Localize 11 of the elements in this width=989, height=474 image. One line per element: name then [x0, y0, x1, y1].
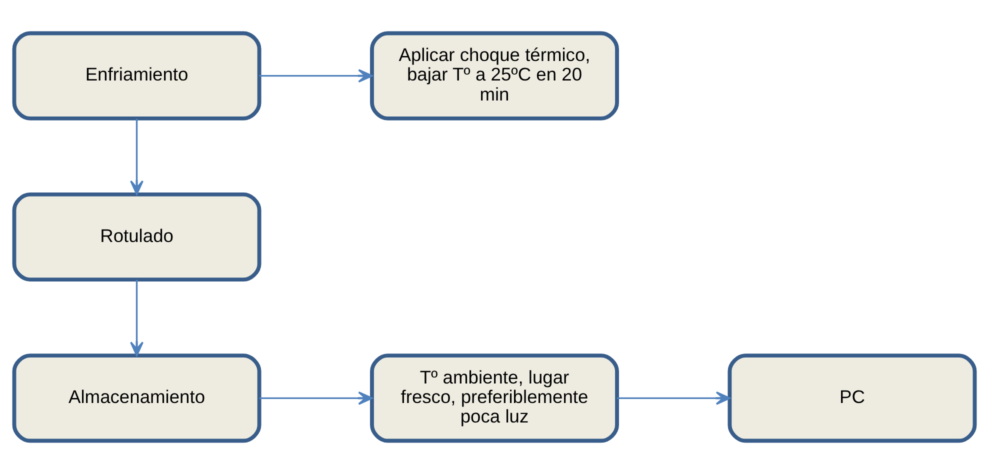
arrow — [259, 391, 373, 405]
arrow — [259, 69, 373, 83]
node-box: PC — [728, 354, 977, 443]
node-box: Rotulado — [12, 192, 262, 282]
arrow — [617, 391, 730, 405]
arrow — [130, 280, 144, 356]
arrow — [130, 118, 144, 196]
node-box: Almacenamiento — [12, 354, 262, 443]
node-box: Tº ambiente, lugar fresco, preferiblemente poca luz — [370, 354, 619, 443]
node-box: Enfriamiento — [12, 31, 262, 120]
node-box: Aplicar choque térmico, bajar Tº a 25ºC en 20 min — [370, 31, 619, 120]
